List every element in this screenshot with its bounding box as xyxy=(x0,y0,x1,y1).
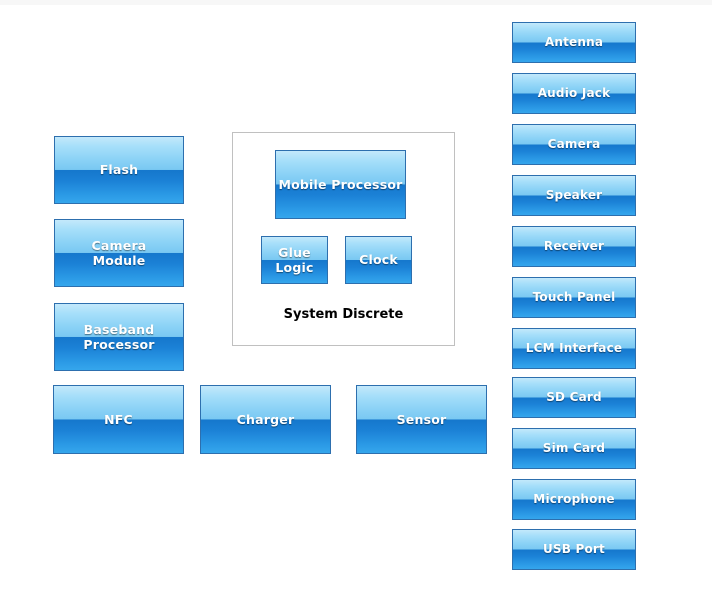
block-sd-card[interactable]: SD Card xyxy=(512,377,636,418)
block-label-line: Clock xyxy=(359,252,398,268)
block-label-line: Charger xyxy=(236,411,295,427)
block-label-line: Receiver xyxy=(543,239,605,254)
block-camera-module[interactable]: Camera Module xyxy=(54,219,184,287)
block-glue-logic[interactable]: Glue Logic xyxy=(261,236,328,284)
block-receiver[interactable]: Receiver xyxy=(512,226,636,267)
block-usb-port[interactable]: USB Port xyxy=(512,529,636,570)
block-label-line: Antenna xyxy=(544,35,604,50)
group-system-discrete: Mobile Processor Glue Logic Clock System… xyxy=(232,132,455,346)
block-label-line: NFC xyxy=(104,411,133,427)
block-lcm-interface[interactable]: LCM Interface xyxy=(512,328,636,369)
block-label-line: LCM Interface xyxy=(525,341,623,356)
block-sim-card[interactable]: Sim Card xyxy=(512,428,636,469)
block-sensor[interactable]: Sensor xyxy=(356,385,487,454)
block-microphone[interactable]: Microphone xyxy=(512,479,636,520)
block-speaker[interactable]: Speaker xyxy=(512,175,636,216)
block-audio-jack[interactable]: Audio Jack xyxy=(512,73,636,114)
block-touch-panel[interactable]: Touch Panel xyxy=(512,277,636,318)
block-label-line: Module xyxy=(92,253,146,268)
block-label-line: Glue xyxy=(278,244,311,260)
block-label-line: Audio Jack xyxy=(537,86,611,101)
block-label-line: Processor xyxy=(83,337,155,352)
block-label-line: Baseband xyxy=(83,321,155,337)
block-label-line: USB Port xyxy=(542,542,605,557)
top-edge-strip xyxy=(0,0,712,5)
block-label-line: Touch Panel xyxy=(532,290,616,305)
block-label-line: Flash xyxy=(99,162,139,178)
block-label-line: Mobile Processor xyxy=(278,176,403,192)
block-charger[interactable]: Charger xyxy=(200,385,331,454)
block-label-line: SD Card xyxy=(546,390,602,405)
block-label-line: Camera xyxy=(547,137,601,152)
group-label-system-discrete: System Discrete xyxy=(283,307,404,322)
block-flash[interactable]: Flash xyxy=(54,136,184,204)
block-label-line: Sim Card xyxy=(542,441,606,456)
block-label-line: Sensor xyxy=(396,411,447,427)
block-baseband-processor[interactable]: Baseband Processor xyxy=(54,303,184,371)
block-label-line: Speaker xyxy=(545,188,603,203)
block-mobile-processor[interactable]: Mobile Processor xyxy=(275,150,406,219)
block-label-line: Microphone xyxy=(533,492,615,507)
block-label-line: Logic xyxy=(275,260,314,275)
block-label-line: Camera xyxy=(91,237,147,253)
block-clock[interactable]: Clock xyxy=(345,236,412,284)
block-antenna[interactable]: Antenna xyxy=(512,22,636,63)
block-camera[interactable]: Camera xyxy=(512,124,636,165)
block-nfc[interactable]: NFC xyxy=(53,385,184,454)
